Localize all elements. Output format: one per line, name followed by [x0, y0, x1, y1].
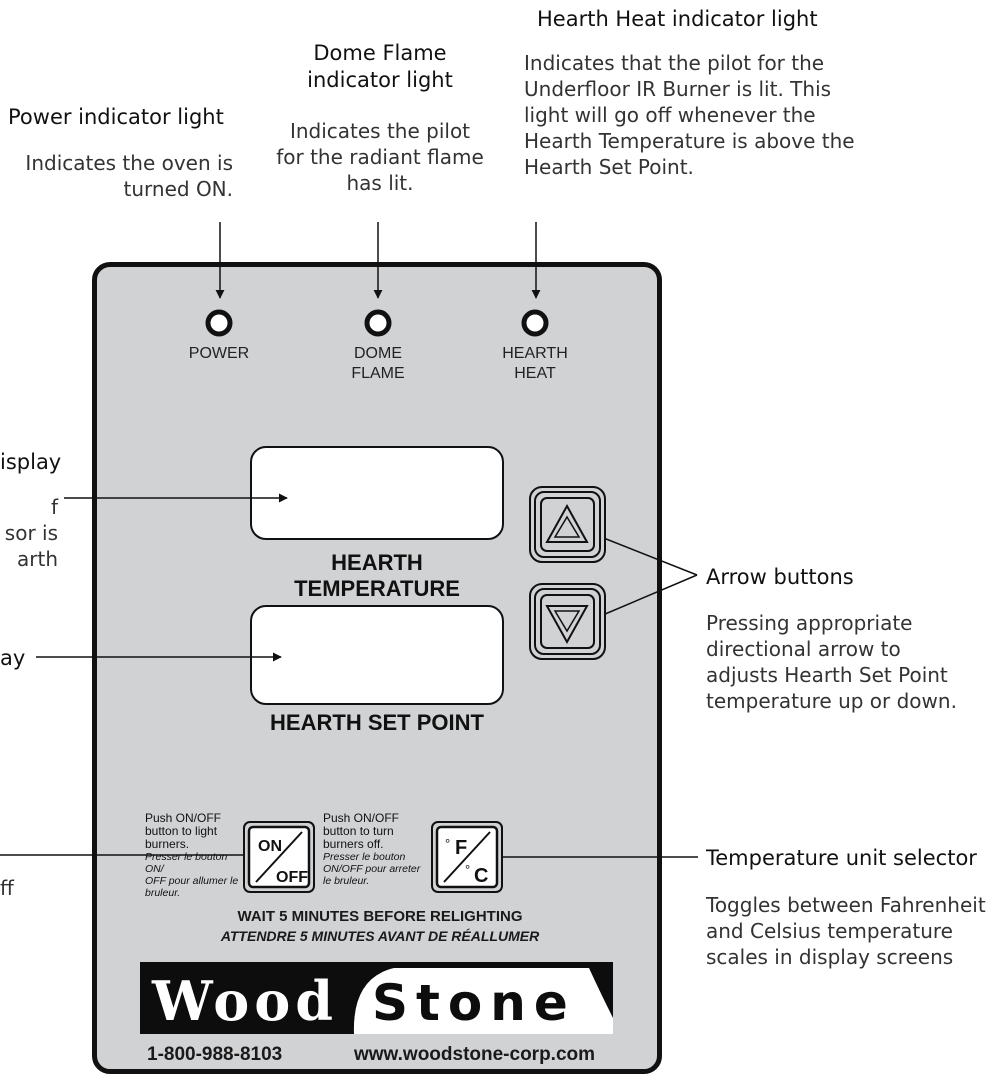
dome-flame-callout-desc: Indicates the pilot for the radiant flam…	[276, 119, 484, 195]
hearth-heat-led-label: HEARTH HEAT	[502, 345, 568, 382]
arrow-up-button[interactable]	[529, 486, 606, 563]
woodstone-logo: Wood Stone	[140, 962, 613, 1034]
unit-selector-callout-title: Temperature unit selector	[706, 846, 977, 870]
arrow-up-icon	[545, 503, 589, 543]
arrow-down-button[interactable]	[529, 583, 606, 660]
arrow-down-icon	[545, 605, 589, 645]
onoff-light-instructions: Push ON/OFF button to light burners. Pre…	[145, 811, 239, 900]
power-callout-title: Power indicator light	[8, 105, 224, 129]
set-point-display-callout-title: ay	[0, 646, 26, 670]
wait-warning: WAIT 5 MINUTES BEFORE RELIGHTING	[237, 908, 523, 925]
unit-degree-symbol: °	[445, 836, 450, 851]
hearth-temp-display-callout-title: isplay	[0, 450, 62, 474]
phone-number: 1-800-988-8103	[147, 1044, 283, 1065]
on-off-button-off-text: OFF	[276, 869, 308, 886]
power-callout-desc: Indicates the oven is turned ON.	[25, 151, 233, 201]
wait-warning-fr: ATTENDRE 5 MINUTES AVANT DE RÉALLUMER	[220, 928, 540, 944]
arrow-down-leader-line	[590, 574, 698, 621]
arrow-up-leader-line	[590, 531, 698, 576]
onoff-off-instructions: Push ON/OFF button to turn burners off. …	[323, 811, 421, 888]
unit-degree-symbol-c: °	[465, 862, 470, 877]
hearth-temp-display-callout-desc: f sor is arth	[4, 495, 58, 571]
hearth-set-point-label: HEARTH SET POINT	[270, 710, 484, 735]
hearth-temperature-display	[250, 446, 504, 540]
arrow-buttons-callout-desc: Pressing appropriate directional arrow t…	[706, 611, 957, 713]
on-off-button-on-text: ON	[258, 838, 282, 855]
hearth-heat-callout-desc: Indicates that the pilot for the Underfl…	[524, 51, 855, 179]
website: www.woodstone-corp.com	[354, 1044, 596, 1065]
brand-wood-text: Wood	[151, 969, 338, 1033]
hearth-heat-led	[521, 309, 549, 337]
unit-selector-callout-desc: Toggles between Fahrenheit and Celsius t…	[706, 893, 986, 969]
power-led-label: POWER	[188, 345, 250, 362]
dome-flame-callout-title: Dome Flame indicator light	[307, 41, 453, 92]
temperature-unit-button[interactable]: ° F ° C	[431, 821, 503, 893]
brand-stone-text: Stone	[372, 974, 576, 1032]
dome-flame-led-label: DOME FLAME	[351, 345, 405, 382]
arrow-buttons-callout-title: Arrow buttons	[706, 565, 854, 589]
dome-flame-led	[364, 309, 392, 337]
on-off-button[interactable]: ON OFF	[243, 821, 315, 893]
power-led	[205, 309, 233, 337]
hearth-set-point-display	[250, 605, 504, 705]
hearth-heat-callout-title: Hearth Heat indicator light	[537, 7, 818, 31]
unit-c-text: C	[474, 865, 488, 887]
unit-f-text: F	[455, 837, 467, 859]
hearth-temperature-label: HEARTH TEMPERATURE	[294, 550, 460, 601]
onoff-callout-desc: ff	[0, 876, 14, 900]
